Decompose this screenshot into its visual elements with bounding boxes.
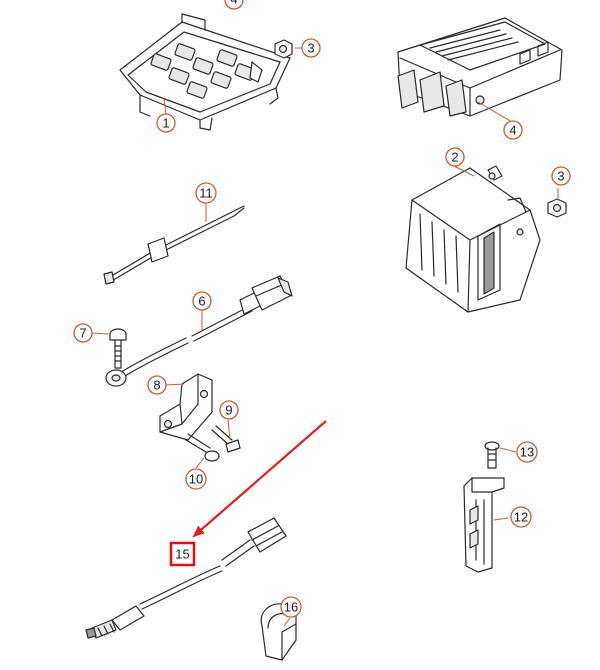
svg-text:3: 3	[307, 41, 314, 56]
svg-text:16: 16	[284, 600, 298, 615]
sensor-bracket-part-12[interactable]	[463, 477, 505, 573]
svg-text:1: 1	[162, 116, 169, 131]
housing-part-2[interactable]	[405, 165, 541, 313]
clip-part-16[interactable]	[260, 603, 297, 661]
cable-tie-part-11[interactable]	[103, 205, 245, 285]
mounting-bracket-part-1[interactable]	[119, 13, 291, 131]
svg-text:15: 15	[175, 547, 189, 562]
svg-text:11: 11	[199, 186, 213, 201]
callout-9[interactable]: 9	[219, 400, 239, 420]
svg-text:2: 2	[451, 150, 458, 165]
callout-15-highlighted[interactable]: 15	[169, 541, 196, 567]
callout-4-top[interactable]: 4	[224, 0, 244, 10]
control-unit-part-4[interactable]	[397, 17, 563, 117]
svg-text:4: 4	[230, 0, 237, 7]
callout-2[interactable]: 2	[445, 147, 465, 167]
svg-text:12: 12	[514, 510, 528, 525]
bracket-part-8[interactable]	[159, 373, 213, 441]
callout-3-right[interactable]: 3	[551, 166, 571, 186]
bolt-part-10[interactable]	[185, 433, 220, 462]
svg-text:7: 7	[79, 326, 86, 341]
callout-3-top[interactable]: 3	[301, 38, 321, 58]
svg-text:4: 4	[509, 123, 516, 138]
knock-sensor-part-6[interactable]	[105, 275, 293, 387]
nut-part-3-top[interactable]	[274, 39, 293, 59]
callout-6[interactable]: 6	[192, 291, 212, 311]
svg-text:10: 10	[189, 472, 203, 487]
callout-12[interactable]: 12	[510, 506, 532, 528]
callout-10[interactable]: 10	[185, 468, 207, 490]
svg-text:3: 3	[557, 169, 564, 184]
callout-7[interactable]: 7	[73, 323, 93, 343]
callout-16[interactable]: 16	[280, 596, 302, 618]
callout-4[interactable]: 4	[503, 120, 523, 140]
oxygen-sensor-part-15[interactable]	[85, 517, 287, 639]
svg-text:13: 13	[520, 445, 534, 460]
svg-text:9: 9	[225, 403, 232, 418]
leader-lines	[91, 47, 559, 627]
highlight-arrow	[192, 420, 327, 538]
nut-part-3-right[interactable]	[547, 198, 567, 218]
callout-13[interactable]: 13	[516, 441, 538, 463]
svg-text:8: 8	[153, 378, 160, 393]
callout-11[interactable]: 11	[195, 182, 217, 204]
callout-1[interactable]: 1	[156, 113, 176, 133]
bolt-part-7[interactable]	[109, 328, 127, 369]
svg-text:6: 6	[198, 294, 205, 309]
callout-8[interactable]: 8	[147, 375, 167, 395]
screw-part-13[interactable]	[484, 441, 500, 469]
bolt-part-9[interactable]	[211, 425, 241, 453]
